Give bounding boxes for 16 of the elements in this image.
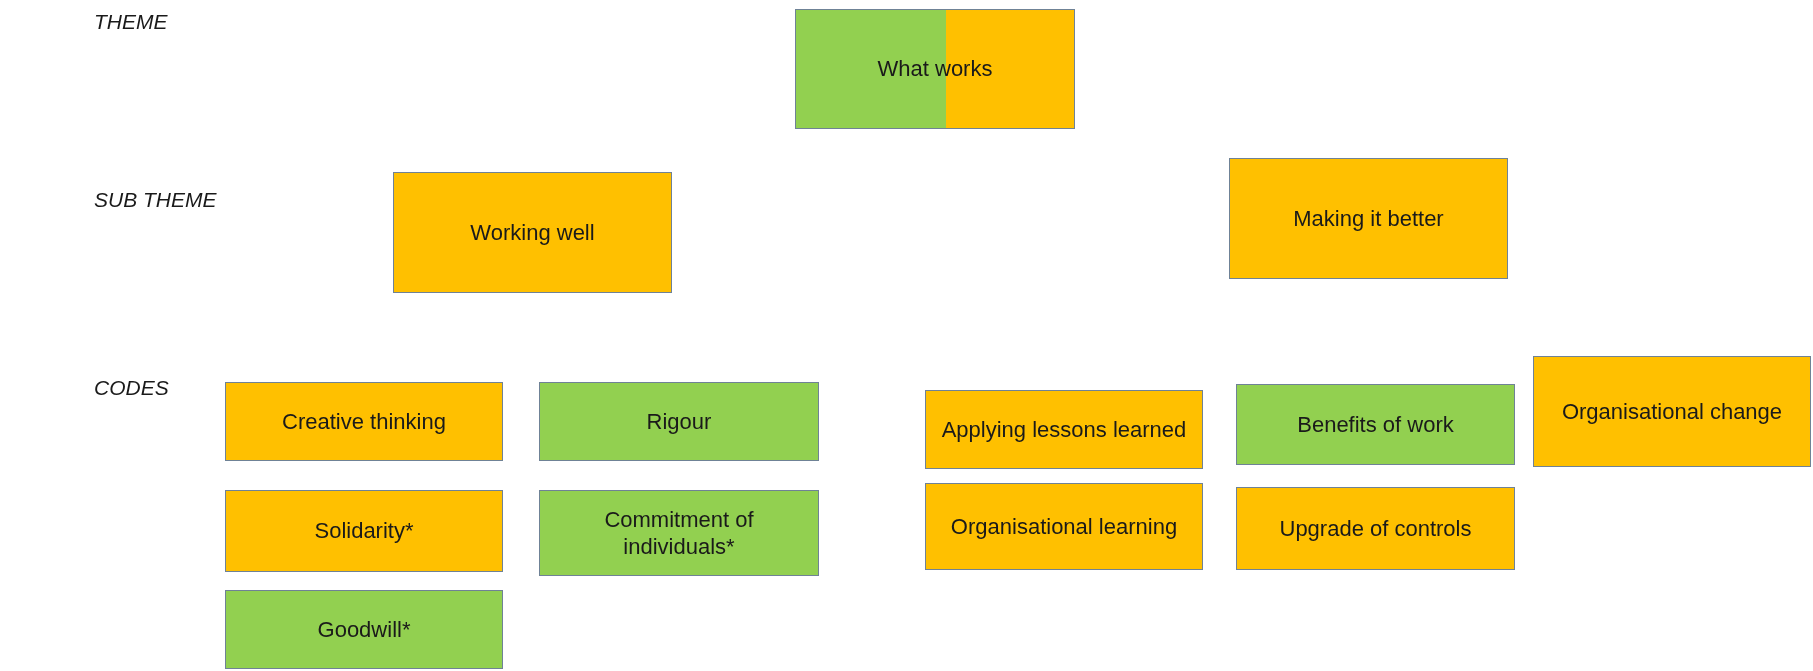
code-box: Organisational change: [1533, 356, 1811, 467]
code-box: Rigour: [539, 382, 819, 461]
code-box: Applying lessons learned: [925, 390, 1203, 469]
code-box: Benefits of work: [1236, 384, 1515, 465]
code-box: Solidarity*: [225, 490, 503, 572]
code-box: Working well: [393, 172, 672, 293]
row-label: CODES: [94, 376, 169, 400]
code-box: Organisational learning: [925, 483, 1203, 570]
code-box: Upgrade of controls: [1236, 487, 1515, 570]
row-label: THEME: [94, 10, 168, 34]
code-box: Goodwill*: [225, 590, 503, 669]
row-label: SUB THEME: [94, 188, 217, 212]
code-box: Commitment of individuals*: [539, 490, 819, 576]
code-box: What works: [795, 9, 1075, 129]
code-box: Making it better: [1229, 158, 1508, 279]
code-box: Creative thinking: [225, 382, 503, 461]
